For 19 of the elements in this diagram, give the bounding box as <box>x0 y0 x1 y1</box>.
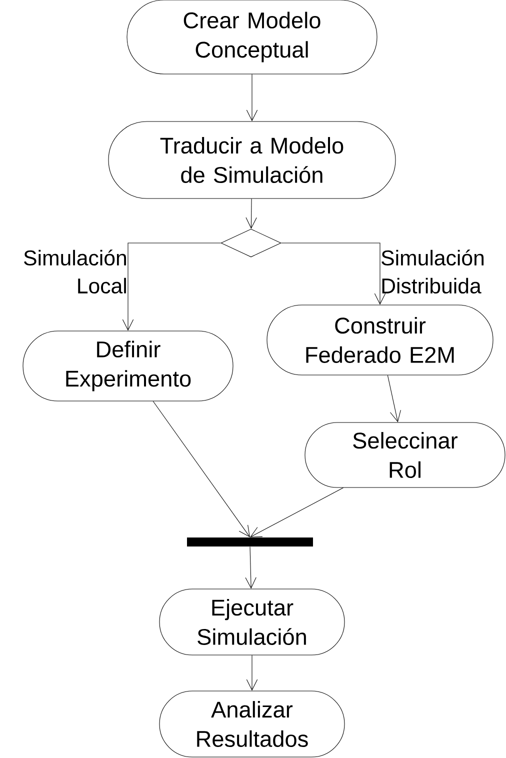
arrow <box>281 242 386 305</box>
arrow <box>152 401 250 538</box>
sync-bar <box>187 538 313 546</box>
activity-box: Construir Federado E2M <box>266 304 494 376</box>
activity-box: Definir Experimento <box>22 330 234 402</box>
activity-box: Analizar Resultados <box>159 690 345 758</box>
arrow <box>245 546 256 589</box>
arrow <box>246 198 257 229</box>
activity-box: Ejecutar Simulación <box>159 588 345 656</box>
arrow <box>387 375 401 422</box>
activity-box: Seleccinar Rol <box>304 422 506 488</box>
arrow <box>246 655 258 691</box>
arrow <box>246 74 258 122</box>
activity-box: Traducir a Modelo de Simulación <box>108 121 396 199</box>
activity-box: Crear Modelo Conceptual <box>126 0 378 74</box>
edge-label: Simulación Local <box>24 250 126 294</box>
edge-label: Simulación Distribuida <box>382 250 484 294</box>
arrow <box>250 488 344 538</box>
arrow <box>122 242 221 331</box>
